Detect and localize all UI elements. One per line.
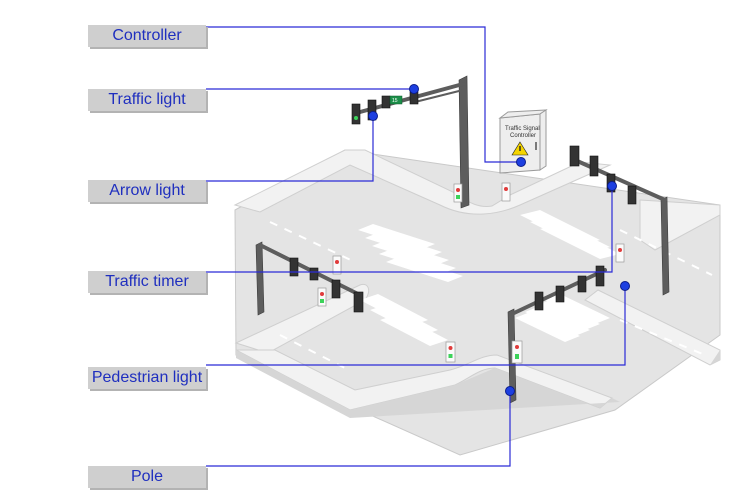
- pedestrian-lights: [317, 182, 625, 364]
- timer-digits: 15: [392, 98, 398, 104]
- label-arrow-light: Arrow light: [88, 180, 206, 202]
- label-traffic-light-text: Traffic light: [108, 91, 186, 108]
- warning-icon: [511, 141, 529, 156]
- label-traffic-light: Traffic light: [88, 89, 206, 111]
- label-pedestrian-light-text: Pedestrian light: [91, 369, 203, 386]
- leader-dots: [368, 84, 630, 396]
- traffic-light-head-west-2: [309, 267, 319, 281]
- pedestrian-light-2: [501, 182, 511, 202]
- traffic-light-head-east-1: [569, 145, 580, 167]
- curbs: [236, 335, 720, 418]
- crosswalk-west: [360, 294, 448, 346]
- sidewalks: [233, 149, 721, 411]
- traffic-light-head-1: [351, 103, 361, 125]
- traffic-light-head-east-4: [627, 185, 637, 205]
- crosswalk-east: [520, 210, 620, 259]
- signal-pole-south: [507, 265, 607, 404]
- label-arrow-light-text: Arrow light: [109, 182, 185, 199]
- traffic-light-dot: [409, 84, 419, 94]
- label-pole: Pole: [88, 466, 206, 488]
- traffic-light-head-east-2: [589, 155, 599, 177]
- crosswalk-south: [515, 294, 610, 342]
- traffic-light-head-west-3: [331, 279, 341, 299]
- leader-lines: [206, 26, 626, 467]
- pedestrian-light-4: [317, 287, 327, 307]
- traffic-timer-dot: [607, 181, 617, 191]
- arrow-light-dot: [368, 111, 378, 121]
- traffic-light-head-south-4: [595, 265, 605, 287]
- pole-dot: [505, 386, 515, 396]
- pedestrian-light-5: [615, 243, 625, 263]
- cabinet-handle: [535, 142, 537, 150]
- controller-dot: [516, 157, 526, 167]
- label-controller-text: Controller: [112, 27, 182, 44]
- pedestrian-light-dot: [620, 281, 630, 291]
- label-controller: Controller: [88, 25, 206, 47]
- traffic-light-head-south-3: [577, 275, 587, 293]
- pedestrian-light-3: [332, 255, 342, 275]
- pedestrian-light-6: [445, 341, 456, 363]
- pedestrian-light-7: [511, 340, 523, 364]
- traffic-light-head-3: [381, 95, 391, 109]
- label-pedestrian-light: Pedestrian light: [88, 367, 206, 389]
- traffic-light-head-south-1: [534, 291, 544, 311]
- traffic-timer-north: 15: [389, 95, 403, 105]
- crosswalk-north: [358, 224, 463, 282]
- label-pole-text: Pole: [130, 468, 164, 485]
- label-traffic-timer: Traffic timer: [88, 271, 206, 293]
- traffic-light-head-west-4: [353, 291, 364, 313]
- controller-cabinet: Traffic Signal Controller: [498, 109, 548, 174]
- label-traffic-timer-text: Traffic timer: [105, 273, 189, 290]
- traffic-light-head-south-2: [555, 285, 565, 303]
- cabinet-label-line1: Traffic Signal: [505, 126, 540, 132]
- traffic-light-head-west-1: [289, 257, 299, 277]
- signal-pole-north: 15: [351, 75, 470, 209]
- pedestrian-light-1: [453, 183, 463, 203]
- cabinet-label-line2: Controller: [510, 133, 536, 139]
- signal-pole-west: [255, 241, 364, 316]
